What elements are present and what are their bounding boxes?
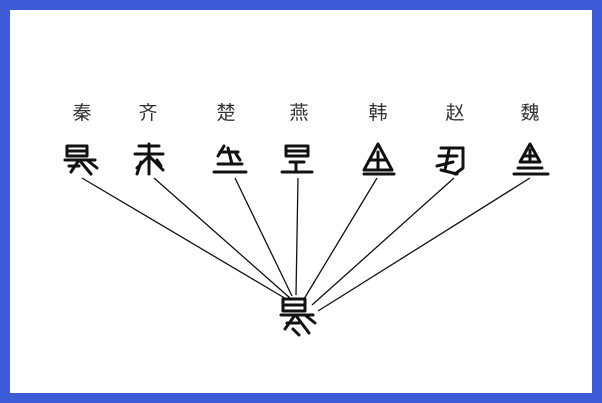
state-label-wei: 魏 — [520, 102, 540, 124]
ancient-glyph-zhao — [435, 146, 465, 176]
ancient-glyph-qi — [133, 142, 165, 176]
line-wei — [317, 177, 531, 312]
state-label-qin: 秦 — [72, 102, 92, 124]
line-qi — [153, 177, 291, 299]
line-qin — [81, 177, 289, 301]
ancient-glyph-qin — [63, 144, 99, 176]
state-label-chu: 楚 — [216, 102, 236, 124]
state-label-qi: 齐 — [138, 102, 158, 124]
line-yan — [295, 177, 299, 296]
ancient-glyph-yan — [280, 144, 314, 174]
state-label-yan: 燕 — [289, 102, 309, 124]
state-label-han: 韩 — [368, 102, 388, 124]
state-label-zhao: 赵 — [445, 102, 465, 124]
ancient-glyph-han — [362, 142, 396, 176]
ancient-glyph-chu — [212, 144, 248, 174]
ancient-glyph-wei — [512, 142, 550, 176]
line-han — [303, 177, 378, 300]
unified-glyph — [279, 297, 317, 337]
line-chu — [234, 177, 293, 297]
line-zhao — [311, 177, 455, 306]
